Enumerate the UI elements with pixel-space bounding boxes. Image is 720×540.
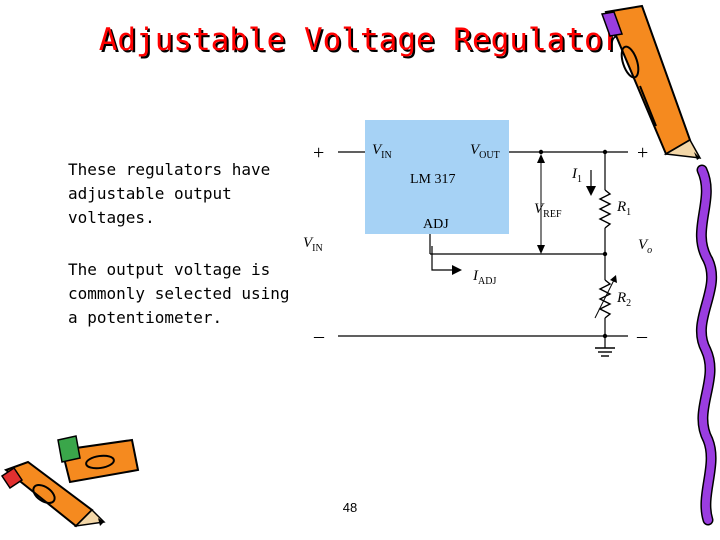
top-right-pencil-icon — [600, 4, 702, 160]
r2-label: R2 — [616, 290, 631, 309]
bottom-left-pencils-icon — [0, 435, 140, 528]
r2-adjust-arrow-line — [594, 277, 616, 319]
minus-left-label: – — [313, 325, 325, 347]
i1-label: I1 — [571, 166, 582, 185]
page-number: 48 — [342, 500, 358, 515]
plus-right-label: + — [637, 142, 648, 164]
vin-chip-label: VIN — [372, 142, 392, 161]
adj-pin-label: ADJ — [423, 217, 449, 232]
lm317-chip — [365, 120, 509, 234]
iadj-arrow-head — [452, 265, 462, 275]
iadj-label: IADJ — [472, 268, 496, 287]
slide-title: Adjustable Voltage Regulator — [98, 22, 622, 58]
description-text: These regulators have adjustable output … — [68, 160, 271, 227]
r1-label: R1 — [616, 199, 631, 218]
vref-top-node — [538, 149, 544, 155]
minus-right-label: – — [636, 325, 648, 347]
i1-arrow-head — [586, 186, 596, 196]
vref-arrow-up — [537, 154, 545, 163]
vo-label: Vo — [638, 237, 652, 256]
r1-resistor — [598, 189, 612, 229]
potentiometer-text: The output voltage is commonly selected … — [68, 260, 290, 327]
vref-label: VREF — [534, 201, 562, 220]
r2-potentiometer — [598, 279, 612, 319]
r2-adjust-arrow-head — [610, 275, 617, 283]
vout-chip-label: VOUT — [470, 142, 500, 161]
vref-arrow-down — [537, 245, 545, 254]
chip-name-label: LM 317 — [410, 172, 456, 187]
purple-crayon-icon — [695, 164, 718, 526]
iadj-arrow-line — [431, 246, 455, 271]
vin-left-label: VIN — [303, 235, 323, 254]
plus-left-label: + — [313, 142, 324, 164]
